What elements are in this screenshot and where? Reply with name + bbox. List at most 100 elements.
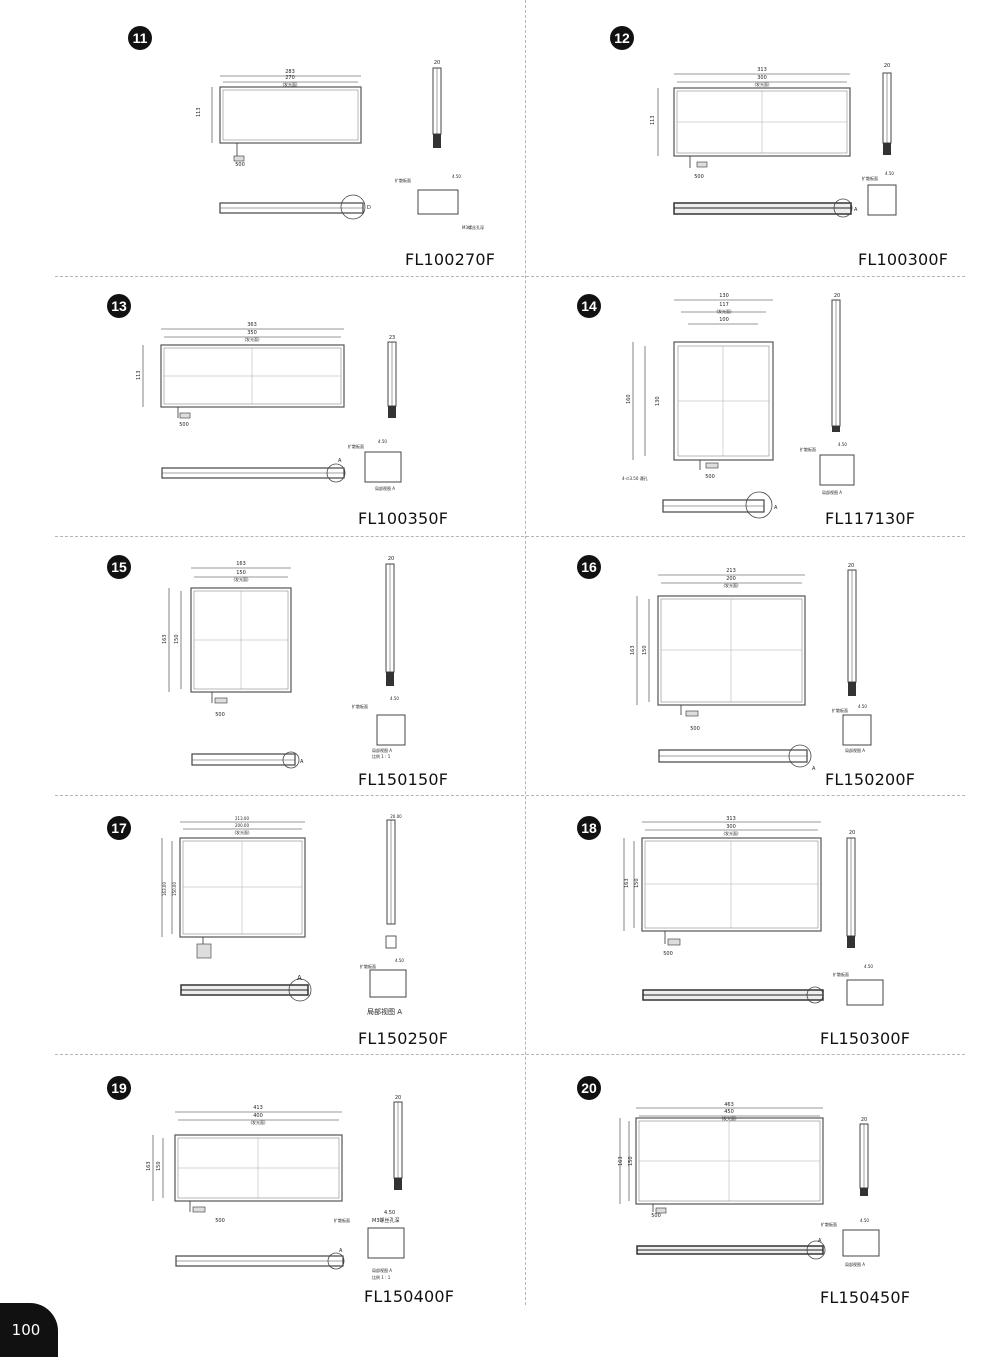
svg-text:扩散板面: 扩散板面: [821, 1221, 837, 1227]
svg-text:扩散板面: 扩散板面: [862, 175, 878, 181]
product-number-badge: 13: [107, 294, 131, 318]
svg-text:4.50: 4.50: [384, 1210, 395, 1216]
svg-text:20: 20: [884, 63, 890, 69]
svg-text:130: 130: [655, 396, 661, 406]
technical-drawing: 213 200 (发光面) 163 150 500 20 A 扩散板面 4.50…: [630, 563, 872, 772]
svg-text:363: 363: [247, 322, 257, 328]
product-number-badge: 15: [107, 555, 131, 579]
technical-drawing: 213.00 200.00 (发光面) 163.00 150.00 20.00 …: [161, 814, 407, 1016]
page-number: 100: [11, 1321, 41, 1339]
product-number-badge: 14: [577, 294, 601, 318]
svg-text:113: 113: [650, 115, 656, 125]
detail-label: D: [367, 205, 371, 211]
model-name: FL150300F: [820, 1029, 911, 1048]
svg-text:160: 160: [626, 394, 632, 404]
svg-text:扩散板面: 扩散板面: [800, 446, 816, 452]
svg-text:A: A: [300, 759, 304, 765]
svg-text:局部视图 A: 局部视图 A: [845, 1261, 865, 1267]
svg-text:163: 163: [624, 878, 630, 888]
svg-text:(发光面): (发光面): [244, 336, 260, 342]
svg-text:300: 300: [757, 75, 767, 81]
svg-text:(发光面): (发光面): [716, 308, 732, 314]
technical-drawing: 313 300 (发光面) 113 500 20 A 扩散板面 4.50: [650, 63, 897, 218]
expand-label: 扩散板面: [395, 177, 411, 183]
svg-text:163: 163: [146, 1161, 152, 1171]
svg-text:A: A: [297, 974, 302, 982]
svg-text:4.50: 4.50: [390, 696, 399, 701]
model-name: FL100270F: [405, 250, 496, 269]
svg-text:150: 150: [174, 634, 180, 644]
svg-text:400: 400: [253, 1113, 263, 1119]
svg-text:20: 20: [388, 556, 394, 562]
svg-text:A: A: [854, 207, 858, 213]
svg-text:4.50: 4.50: [858, 704, 867, 709]
product-number-badge: 19: [107, 1076, 131, 1100]
row-divider: [55, 276, 965, 277]
svg-text:扩散板面: 扩散板面: [348, 443, 364, 449]
svg-text:163: 163: [236, 561, 246, 567]
svg-text:163.00: 163.00: [162, 882, 167, 896]
svg-text:20.00: 20.00: [390, 814, 402, 819]
svg-text:20: 20: [395, 1095, 401, 1101]
svg-text:比例 1 : 1: 比例 1 : 1: [372, 753, 391, 759]
svg-text:A: A: [818, 1238, 822, 1244]
svg-text:500: 500: [694, 174, 704, 180]
svg-text:(发光面): (发光面): [723, 830, 739, 836]
svg-text:213.00: 213.00: [235, 816, 249, 821]
svg-text:213: 213: [726, 568, 736, 574]
svg-text:A: A: [339, 1248, 343, 1254]
svg-text:300: 300: [726, 824, 736, 830]
technical-drawing: 463 450 (发光面) 163 150 500 20 A 扩散板面 4.50…: [618, 1102, 880, 1267]
product-number-badge: 12: [610, 26, 634, 50]
svg-text:扩散板面: 扩散板面: [833, 971, 849, 977]
connector: [233, 155, 245, 162]
dim-outer-height: 113: [196, 107, 202, 117]
model-name: FL150150F: [358, 770, 449, 789]
model-name: FL117130F: [825, 509, 916, 528]
svg-text:163: 163: [630, 645, 636, 655]
svg-text:A: A: [812, 766, 816, 772]
product-number-badge: 20: [577, 1076, 601, 1100]
svg-text:4.50: 4.50: [395, 958, 404, 963]
svg-text:局部视图 A: 局部视图 A: [372, 1267, 392, 1273]
detail-view: [417, 189, 459, 215]
svg-text:413: 413: [253, 1105, 263, 1111]
svg-text:150: 150: [634, 878, 640, 888]
svg-text:150: 150: [628, 1156, 634, 1166]
svg-text:500: 500: [663, 951, 673, 957]
row-divider: [55, 795, 965, 796]
dim-inner-width: 270: [285, 75, 295, 81]
svg-text:4.50: 4.50: [378, 439, 387, 444]
svg-text:500: 500: [215, 1218, 225, 1224]
svg-text:20: 20: [834, 293, 840, 299]
svg-text:20: 20: [849, 830, 855, 836]
svg-text:500: 500: [179, 422, 189, 428]
svg-text:463: 463: [724, 1102, 734, 1108]
svg-text:(发光面): (发光面): [250, 1119, 266, 1125]
svg-text:130: 130: [719, 293, 729, 299]
svg-text:500: 500: [705, 474, 715, 480]
svg-text:(发光面): (发光面): [233, 576, 249, 582]
svg-text:4.50: 4.50: [885, 171, 894, 176]
light-area-label: (发光面): [282, 81, 298, 87]
page-number-tab: [0, 1303, 58, 1357]
svg-text:局部视图 A: 局部视图 A: [845, 747, 865, 753]
product-number-badge: 11: [128, 26, 152, 50]
svg-text:4-∅3.50 通孔: 4-∅3.50 通孔: [622, 475, 648, 481]
svg-text:150: 150: [156, 1161, 162, 1171]
model-name: FL150250F: [358, 1029, 449, 1048]
svg-text:313: 313: [757, 67, 767, 73]
svg-text:500: 500: [215, 712, 225, 718]
svg-text:M3螺丝孔深: M3螺丝孔深: [372, 1217, 400, 1224]
model-name: FL100350F: [358, 509, 449, 528]
technical-drawing: 363 350 (发光面) 113 500 23 A 扩散板面 4.50 局部视…: [136, 322, 402, 491]
svg-text:局部视图 A: 局部视图 A: [372, 747, 392, 753]
svg-text:313: 313: [726, 816, 736, 822]
svg-text:扩散板面: 扩散板面: [832, 707, 848, 713]
svg-text:20: 20: [848, 563, 854, 569]
svg-text:比例 1 : 1: 比例 1 : 1: [372, 1274, 391, 1280]
model-name: FL150450F: [820, 1288, 911, 1307]
svg-text:200: 200: [726, 576, 736, 582]
svg-text:500: 500: [651, 1213, 661, 1219]
svg-text:20: 20: [861, 1117, 867, 1123]
